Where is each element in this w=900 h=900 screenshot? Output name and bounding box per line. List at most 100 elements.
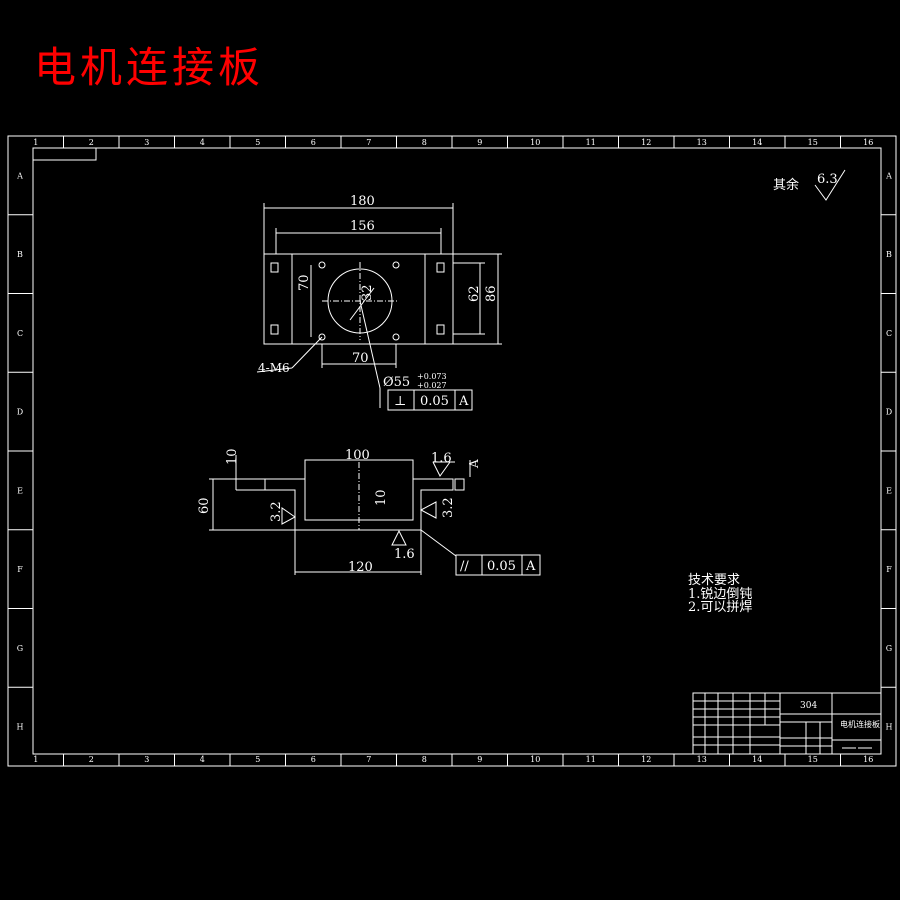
- frame-col-label: 12: [641, 138, 651, 147]
- m6-hole: [318, 261, 326, 269]
- tech-item-1: 1.锐边倒钝: [688, 587, 752, 602]
- frame-row-label: D: [886, 408, 892, 417]
- frame-row-label: B: [886, 250, 892, 259]
- frame-row-label: F: [886, 565, 892, 574]
- bore-tol-upper: +0.073: [417, 372, 447, 381]
- dim-100: 100: [345, 448, 370, 463]
- frame-col-label: 6: [311, 755, 316, 764]
- frame-col-label: 16: [863, 755, 873, 764]
- perp-datum: A: [458, 394, 469, 409]
- frame-col-label: 2: [89, 755, 94, 764]
- frame-row-label: F: [17, 565, 23, 574]
- inner-frame: [32, 147, 882, 755]
- dim-60: 60: [197, 497, 212, 514]
- slot-hole: [436, 324, 445, 335]
- frame-col-label: 14: [752, 138, 762, 147]
- frame-col-label: 4: [200, 138, 205, 147]
- drawing-title: 电机连接板: [34, 43, 265, 92]
- frame-row-label: A: [885, 171, 892, 180]
- frame-col-label: 14: [752, 755, 762, 764]
- frame-row-label: H: [17, 723, 24, 732]
- dim-70-left: 70: [297, 274, 312, 291]
- frame-row-label: G: [17, 644, 23, 653]
- frame-col-label: 5: [255, 138, 260, 147]
- datum-label: A: [467, 459, 481, 469]
- frame-col-label: 15: [808, 755, 818, 764]
- slot-hole: [270, 262, 279, 273]
- dim-70-bottom: 70: [352, 351, 369, 366]
- frame-row-label: B: [17, 250, 23, 259]
- frame-row-label: C: [886, 329, 892, 338]
- frame-zone-markers: 1122334455667788991010111112121313141415…: [8, 136, 896, 766]
- frame-col-label: 13: [697, 755, 707, 764]
- surface-finish-symbol: [814, 169, 846, 201]
- dim-120: 120: [348, 560, 373, 575]
- dim-10-inner: 10: [374, 489, 389, 506]
- frame-col-label: 1: [33, 755, 38, 764]
- bore-radius-leader: [349, 287, 375, 321]
- dim-10-left: 10: [225, 448, 240, 465]
- bore-tol-lower: +0.027: [417, 381, 447, 390]
- surface-finish-label: 其余: [773, 177, 799, 193]
- perp-symbol: ⊥: [394, 394, 406, 409]
- frame-row-label: E: [886, 486, 892, 495]
- roughness-right-symbol: [419, 501, 437, 519]
- frame-col-label: 10: [530, 755, 540, 764]
- dim-center-hole: 32: [360, 284, 375, 301]
- roughness-top: 1.6: [431, 451, 452, 466]
- datum-marker: [454, 478, 465, 491]
- section-view: 10 100 1.6 A 60 3.2 3.2 10 1.6 120: [197, 448, 541, 576]
- bore-leader: [359, 300, 381, 389]
- perp-value: 0.05: [420, 394, 449, 409]
- roughness-left-symbol: [281, 507, 296, 525]
- roughness-top-symbol: [432, 461, 451, 477]
- part-name: 电机连接板: [840, 719, 880, 729]
- frame-col-label: 8: [422, 755, 427, 764]
- frame-col-label: 10: [530, 138, 540, 147]
- frame-col-label: 11: [586, 755, 596, 764]
- para-datum: A: [525, 559, 536, 574]
- bore-dia: Ø55: [383, 375, 410, 390]
- frame-col-label: 9: [477, 755, 482, 764]
- dim-156: 156: [350, 219, 375, 234]
- frame-col-label: 12: [641, 755, 651, 764]
- surface-finish-value: 6.3: [817, 172, 838, 187]
- frame-col-label: 6: [311, 138, 316, 147]
- perp-tolerance-frame: [387, 389, 473, 411]
- para-tolerance-frame: [455, 554, 541, 576]
- frame-col-label: 7: [366, 138, 371, 147]
- dim-62: 62: [467, 285, 482, 302]
- frame-col-label: 15: [808, 138, 818, 147]
- frame-row-label: C: [17, 329, 23, 338]
- frame-row-label: H: [886, 723, 893, 732]
- frame-col-label: 2: [89, 138, 94, 147]
- outer-frame: [7, 135, 897, 767]
- corner-box: [32, 147, 97, 161]
- frame-row-label: E: [17, 486, 23, 495]
- plate-outline: [263, 253, 454, 345]
- dim-180: 180: [350, 194, 375, 209]
- roughness-bottom: 1.6: [394, 547, 415, 562]
- material: 304: [800, 701, 817, 711]
- top-view: 32 180 156 70 70 62 86 4-M6 Ø55: [256, 194, 502, 411]
- frame-row-label: A: [16, 171, 23, 180]
- thread-callout: 4-M6: [258, 361, 290, 375]
- frame-row-label: G: [886, 644, 892, 653]
- para-symbol: //: [460, 559, 469, 574]
- frame-col-label: 8: [422, 138, 427, 147]
- para-value: 0.05: [487, 559, 516, 574]
- frame-col-label: 7: [366, 755, 371, 764]
- surface-finish-note: 其余 6.3: [773, 169, 846, 201]
- dim-86: 86: [484, 285, 499, 302]
- frame-col-label: 5: [255, 755, 260, 764]
- tech-requirements: 技术要求 1.锐边倒钝 2.可以拼焊: [688, 573, 752, 615]
- m6-hole: [392, 333, 400, 341]
- frame-col-label: 11: [586, 138, 596, 147]
- roughness-bottom-symbol: [391, 529, 407, 546]
- frame-col-label: 3: [144, 138, 149, 147]
- frame-col-label: 3: [144, 755, 149, 764]
- m6-hole: [392, 261, 400, 269]
- tech-heading: 技术要求: [688, 573, 740, 588]
- frame-col-label: 9: [477, 138, 482, 147]
